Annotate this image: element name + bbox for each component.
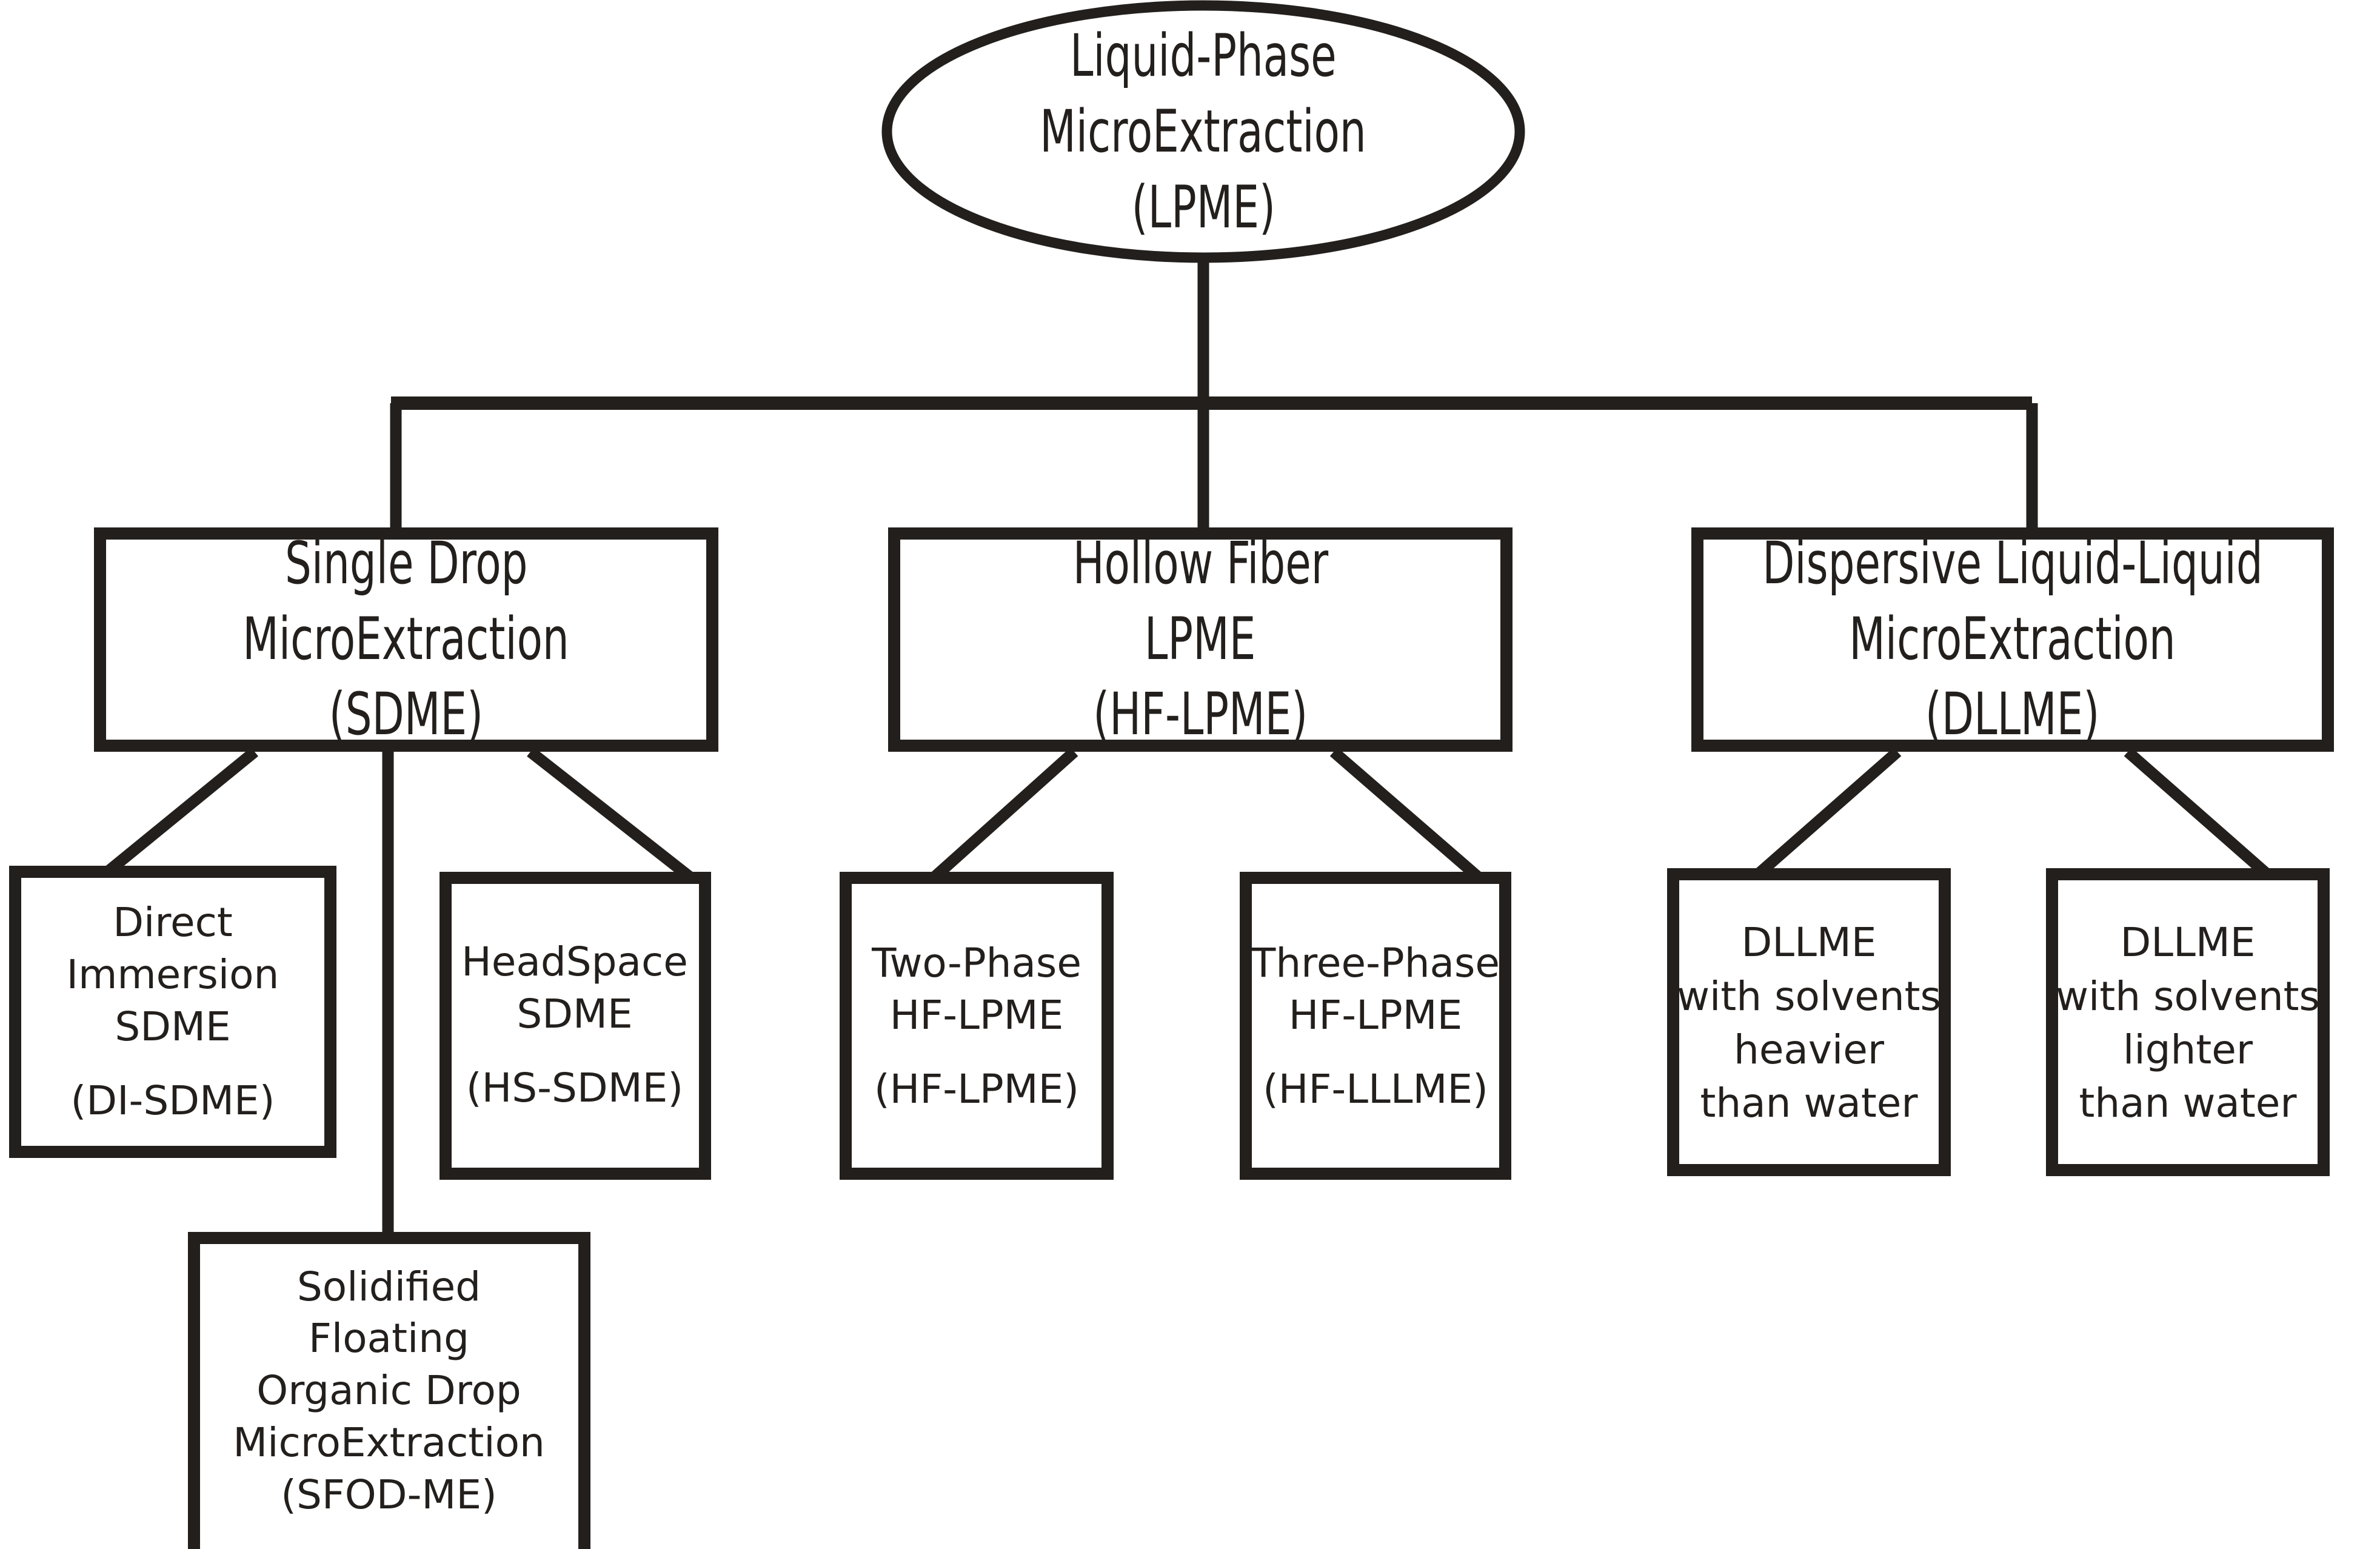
node-shape-sdme[interactable] xyxy=(94,527,718,752)
node-shape-dllme-heavier[interactable] xyxy=(1667,868,1951,1176)
node-shape-sfod-me[interactable] xyxy=(188,1232,590,1549)
connector-hflpme-to-three-phase xyxy=(1329,747,1483,883)
connector-sdme-to-di-sdme xyxy=(102,747,259,878)
connector-dllme-to-lighter xyxy=(2124,747,2271,879)
connector-group xyxy=(102,261,2271,1240)
node-shape-di-sdme[interactable] xyxy=(9,866,336,1158)
node-shape-three-phase-hf-lpme[interactable] xyxy=(1240,872,1511,1180)
node-shape-hs-sdme[interactable] xyxy=(440,872,711,1180)
node-shape-dllme[interactable] xyxy=(1691,527,2334,752)
node-shape-two-phase-hf-lpme[interactable] xyxy=(840,872,1114,1180)
connector-hflpme-to-two-phase xyxy=(929,747,1078,883)
connector-sdme-to-hs-sdme xyxy=(527,747,695,883)
node-shape-hf-lpme[interactable] xyxy=(888,527,1513,752)
node-shape-lpme-root[interactable] xyxy=(881,0,1525,263)
connector-dllme-to-heavier xyxy=(1754,747,1902,879)
node-shape-dllme-lighter[interactable] xyxy=(2046,868,2330,1176)
